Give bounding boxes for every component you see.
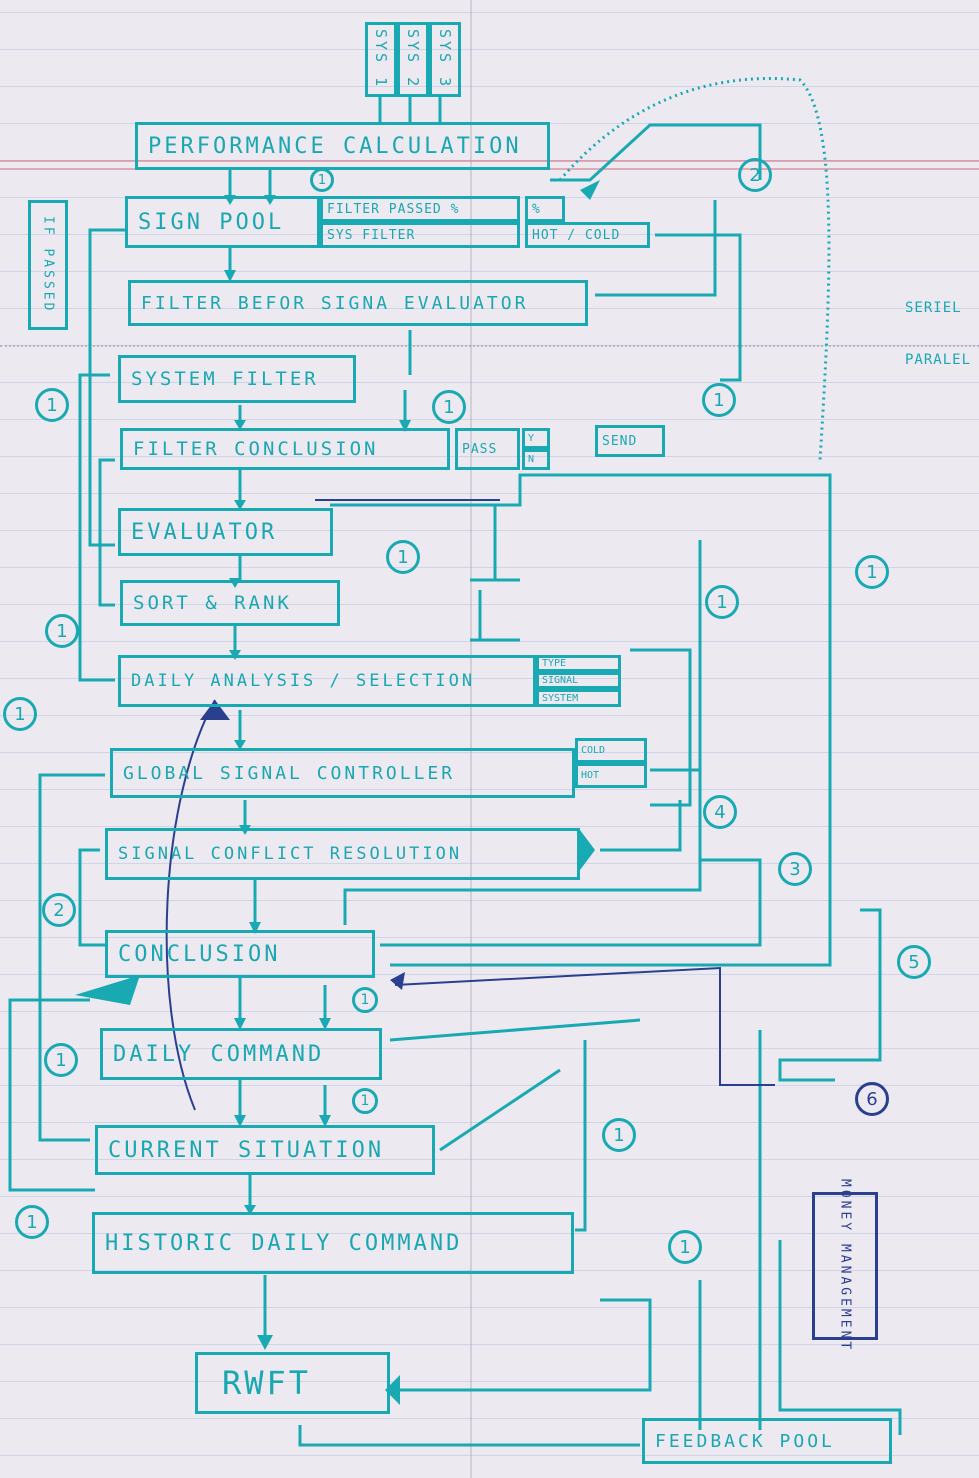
- margin-line: [0, 160, 979, 162]
- current-situation-box: CURRENT SITUATION: [95, 1125, 435, 1175]
- marker: 3: [778, 852, 812, 886]
- filter-conclusion-box: FILTER CONCLUSION: [120, 428, 450, 470]
- historic-daily-command-box: HISTORIC DAILY COMMAND: [92, 1212, 574, 1274]
- parallel-note: PARALEL: [905, 352, 972, 368]
- system-type-box: SYSTEM: [536, 689, 621, 707]
- performance-calculation-box: PERFORMANCE CALCULATION: [135, 122, 550, 170]
- marker: 5: [897, 945, 931, 979]
- marker: 1: [702, 383, 736, 417]
- if-passed-box: IF PASSED: [28, 200, 68, 330]
- system-filter-box: SYSTEM FILTER: [118, 355, 356, 403]
- global-signal-controller-box: GLOBAL SIGNAL CONTROLLER: [110, 748, 575, 798]
- marker: 1: [855, 555, 889, 589]
- marker: 2: [738, 158, 772, 192]
- marker: 1: [35, 388, 69, 422]
- serial-note: SERIEL: [905, 300, 962, 316]
- marker: 1: [310, 168, 334, 192]
- signal-conflict-resolution-box: SIGNAL CONFLICT RESOLUTION: [105, 828, 580, 880]
- marker: 4: [703, 795, 737, 829]
- marker: 6: [855, 1082, 889, 1116]
- daily-analysis-box: DAILY ANALYSIS / SELECTION: [118, 655, 536, 707]
- input-sys-3: SYS 3: [429, 22, 461, 97]
- send-box: SEND: [595, 425, 665, 457]
- signal-type-box: SIGNAL: [536, 672, 621, 689]
- marker: 1: [386, 540, 420, 574]
- marker: 1: [668, 1230, 702, 1264]
- percent-box: %: [525, 196, 565, 222]
- marker: 1: [432, 390, 466, 424]
- input-sys-1: SYS 1: [365, 22, 397, 97]
- type-box: TYPE: [536, 655, 621, 672]
- paper-fold: [470, 0, 472, 1478]
- yes-box: Y: [522, 428, 550, 449]
- marker: 1: [44, 1043, 78, 1077]
- money-management-box: MONEY MANAGEMENT: [812, 1179, 878, 1353]
- rwft-box: RWFT: [195, 1352, 390, 1414]
- input-sys-2: SYS 2: [397, 22, 429, 97]
- sort-rank-box: SORT & RANK: [120, 580, 340, 626]
- marker: 2: [42, 893, 76, 927]
- marker: 1: [602, 1118, 636, 1152]
- marker: 1: [45, 614, 79, 648]
- hot-cold-box: HOT / COLD: [525, 222, 650, 248]
- hot-box: HOT: [575, 763, 647, 788]
- marker: 1: [15, 1205, 49, 1239]
- signal-pool-box: SIGN POOL: [125, 196, 320, 248]
- marker: 1: [352, 1088, 378, 1114]
- filter-passed-box: FILTER PASSED %: [320, 196, 520, 222]
- no-box: N: [522, 449, 550, 470]
- perforation-line: [0, 345, 979, 347]
- marker: 1: [3, 697, 37, 731]
- marker: 1: [705, 585, 739, 619]
- sys-filter-box: SYS FILTER: [320, 222, 520, 248]
- daily-command-box: DAILY COMMAND: [100, 1028, 382, 1080]
- marker: 1: [352, 987, 378, 1013]
- cold-box: COLD: [575, 738, 647, 763]
- filter-before-evaluator-box: FILTER BEFOR SIGNA EVALUATOR: [128, 280, 588, 326]
- pass-box: PASS: [455, 428, 520, 470]
- feedback-pool-box: FEEDBACK POOL: [642, 1418, 892, 1464]
- conclusion-box: CONCLUSION: [105, 930, 375, 978]
- evaluator-box: EVALUATOR: [118, 508, 333, 556]
